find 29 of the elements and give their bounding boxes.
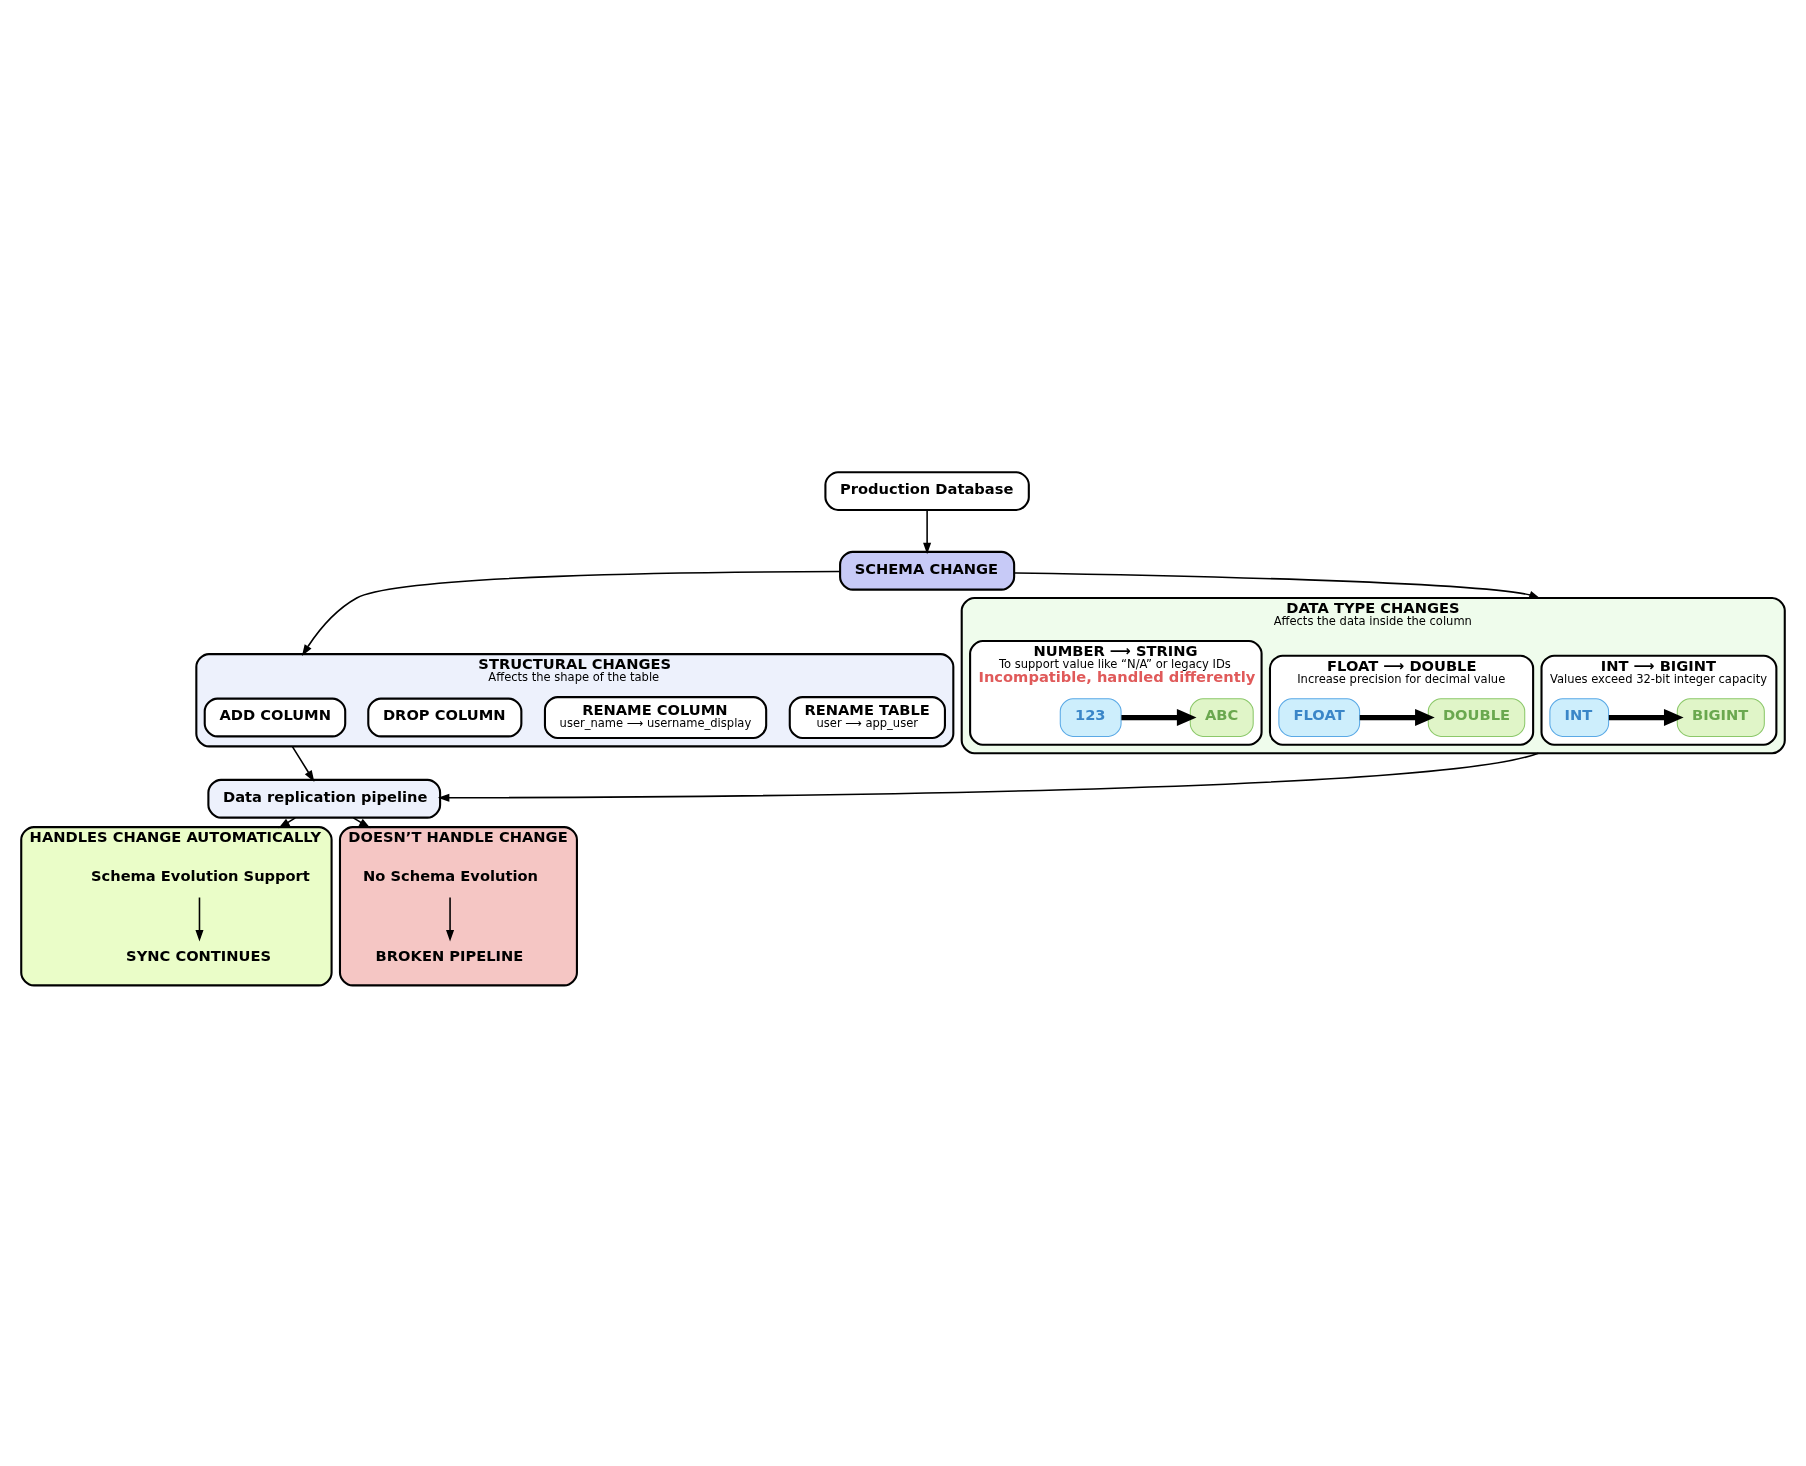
- node-box: Data replication pipeline: [207, 778, 442, 819]
- arrow: [923, 509, 932, 555]
- node-text: No Schema Evolution: [363, 867, 538, 885]
- arrow: [195, 896, 204, 942]
- node-box: ADD COLUMN: [203, 697, 347, 738]
- node-text: BROKEN PIPELINE: [375, 946, 524, 964]
- node-box: INT: [1549, 698, 1610, 737]
- node-box: 123: [1059, 698, 1122, 737]
- node-box: ABC: [1189, 698, 1254, 737]
- node-box: RENAME TABLE user ⟶ app_user: [788, 696, 946, 740]
- node-text: Schema Evolution Support: [90, 867, 310, 885]
- node-box: BIGINT: [1676, 698, 1765, 737]
- node-box: DROP COLUMN: [367, 697, 523, 738]
- arrow: [278, 817, 297, 829]
- arrow: [1013, 572, 1541, 599]
- node-box: Production Database: [824, 471, 1030, 511]
- arrow: [1608, 708, 1684, 727]
- node-text: SYNC CONTINUES: [126, 946, 272, 964]
- arrow: [291, 745, 315, 782]
- node-box: RENAME COLUMN user_name ⟶ username_display: [543, 696, 768, 740]
- arrow: [437, 752, 1540, 802]
- arrow: [352, 817, 371, 829]
- node-box: SCHEMA CHANGE: [839, 550, 1016, 591]
- arrow: [1359, 708, 1435, 727]
- arrow: [446, 896, 455, 942]
- node-box: FLOAT: [1278, 698, 1361, 737]
- arrow: [1121, 708, 1197, 727]
- node-box: DOUBLE: [1427, 698, 1526, 737]
- arrow: [301, 570, 841, 657]
